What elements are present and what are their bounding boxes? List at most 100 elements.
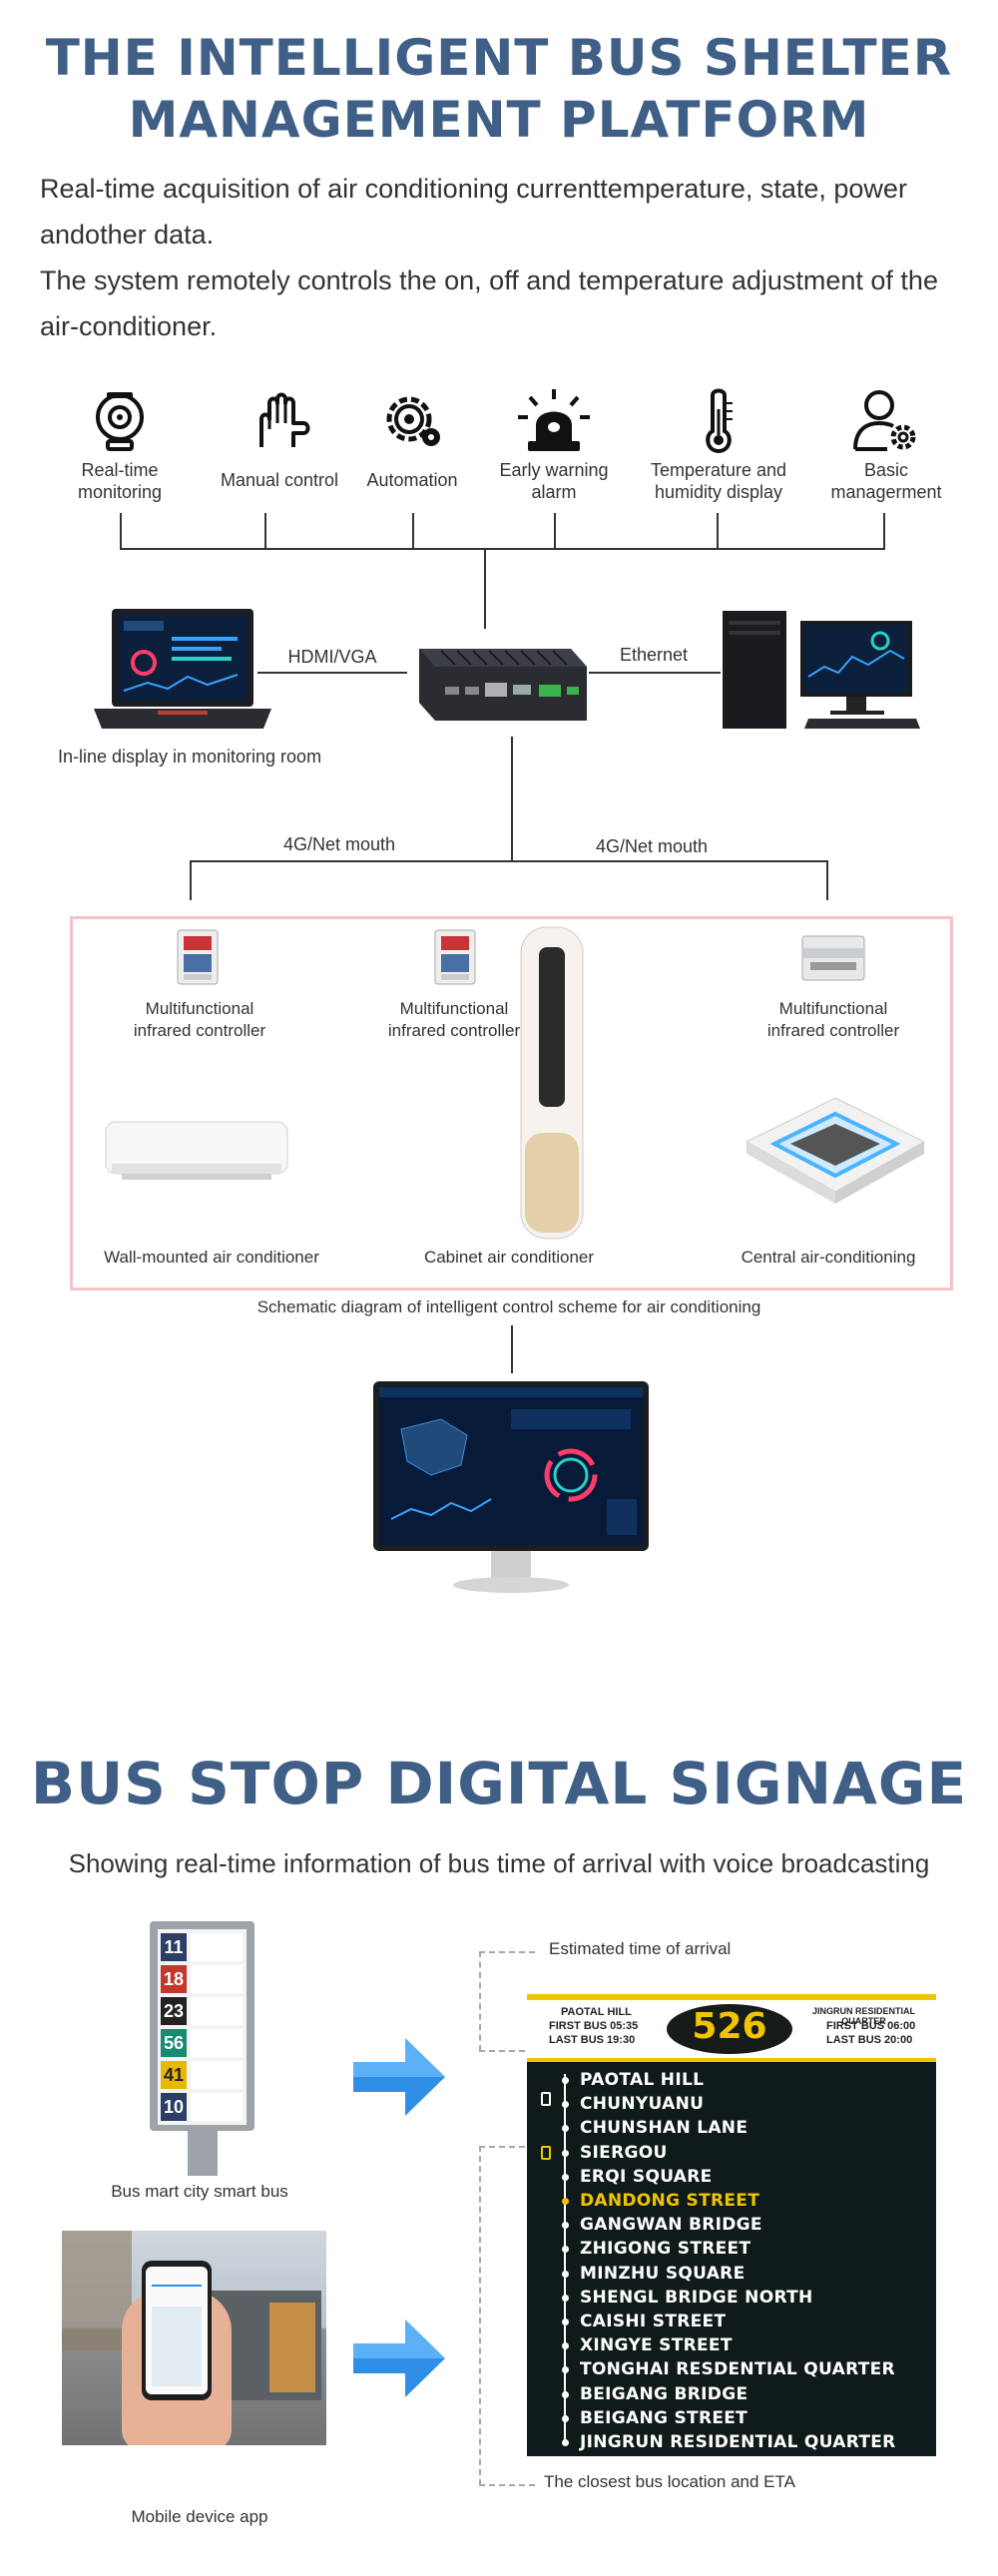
route-number: 526 <box>692 2006 767 2047</box>
controller-label-2b: infrared controller <box>387 1021 521 1040</box>
dashboard-monitor-icon <box>373 1381 649 1593</box>
arrow-right-icon-1 <box>353 2038 445 2116</box>
smart-bus-sign: 11 18 23 56 41 10 <box>150 1921 254 2176</box>
hdmi-line <box>257 672 407 674</box>
route-stop-dot <box>562 2222 569 2230</box>
feature-label-4b: alarm <box>531 482 577 502</box>
feature-drop-5 <box>717 513 719 549</box>
alarm-light-icon <box>518 389 590 451</box>
net-drop-right <box>826 860 828 900</box>
route-stop-dot <box>562 2125 569 2133</box>
feature-automation: Automation <box>352 389 472 491</box>
route-stop: ERQI SQUARE <box>580 2166 713 2187</box>
platform-title-line1: THE INTELLIGENT BUS SHELTER <box>45 29 953 87</box>
route-stop-dot <box>562 2173 569 2181</box>
controller-label-3: Multifunctional infrared controller <box>724 998 943 1042</box>
pc-down-line <box>511 737 513 860</box>
mobile-app-caption: Mobile device app <box>131 2507 268 2526</box>
route-stop: JINGRUN RESIDENTIAL QUARTER <box>580 2432 896 2452</box>
sign-number-5: 41 <box>161 2061 187 2089</box>
route-stop: MINZHU SQUARE <box>580 2263 746 2284</box>
feature-basic-management: Basic managerment <box>816 387 956 503</box>
route-board: PAOTAL HILL FIRST BUS 05:35 LAST BUS 19:… <box>527 1994 936 2456</box>
controller-label-2: Multifunctional infrared controller <box>344 998 564 1042</box>
route-stop-dot <box>562 2414 569 2422</box>
route-stop: CHUNYUANU <box>580 2094 705 2115</box>
route-line <box>564 2074 566 2441</box>
route-stop: CAISHI STREET <box>580 2312 727 2331</box>
tree-shape <box>62 2231 132 2350</box>
controller-label-1a: Multifunctional <box>145 999 254 1018</box>
cabinet-ac-icon <box>520 926 584 1240</box>
net-bus-line <box>190 860 828 862</box>
route-stop-dot <box>562 2318 569 2325</box>
sign-number-6: 10 <box>161 2093 187 2121</box>
feature-label-2: Manual control <box>220 470 339 490</box>
ethernet-label: Ethernet <box>619 645 689 665</box>
infrared-controller-icon-2 <box>434 929 476 985</box>
route-right-first: FIRST BUS 06:00 <box>826 2020 916 2032</box>
laptop-icon <box>94 609 271 729</box>
route-stop-dot <box>562 2270 569 2278</box>
user-gear-icon <box>853 390 916 451</box>
route-stop-dot <box>562 2246 569 2254</box>
feature-drop-3 <box>412 513 414 549</box>
desc-line-3: The system remotely controls the on, off… <box>40 265 938 295</box>
route-stop: GANGWAN BRIDGE <box>580 2215 762 2236</box>
route-left-first: FIRST BUS 05:35 <box>549 2020 639 2032</box>
route-stop: XINGYE STREET <box>580 2335 733 2356</box>
route-stop: TONGHAI RESDENTIAL QUARTER <box>580 2359 895 2380</box>
eta-dash-bottom <box>479 2050 525 2052</box>
phone-screen <box>146 2267 208 2394</box>
route-stop-dot <box>562 2198 569 2205</box>
eta-dash-vert <box>479 1951 481 2051</box>
industrial-pc-icon <box>419 649 587 721</box>
sign-number-4: 56 <box>161 2029 187 2057</box>
closest-dash-top <box>479 2146 525 2148</box>
route-stop-dot <box>562 2294 569 2302</box>
feature-label-1b: monitoring <box>77 482 163 502</box>
feature-drop-4 <box>554 513 556 549</box>
phone-map <box>152 2307 202 2386</box>
route-stop-dot <box>562 2342 569 2350</box>
camera-icon <box>96 392 144 451</box>
sign-screen: 11 18 23 56 41 10 <box>158 1929 247 2125</box>
hand-icon <box>259 392 310 447</box>
bus-icon-1 <box>541 2092 551 2106</box>
ethernet-line <box>589 672 721 674</box>
closest-label: The closest bus location and ETA <box>544 2472 795 2491</box>
controller-label-3a: Multifunctional <box>778 999 888 1018</box>
route-stop-dot <box>562 2077 569 2084</box>
wall-ac-label: Wall-mounted air conditioner <box>104 1248 319 1267</box>
net-label-right: 4G/Net mouth <box>595 836 709 856</box>
route-stop: PAOTAL HILL <box>580 2070 705 2090</box>
controller-label-2a: Multifunctional <box>399 999 509 1018</box>
route-right-stop: JINGRUN RESIDENTIAL QUARTER <box>811 2006 915 2026</box>
sign-number-3: 23 <box>161 1997 187 2025</box>
mobile-app-photo <box>62 2231 326 2445</box>
bus-icon-2 <box>541 2146 551 2160</box>
gear-icon <box>386 396 440 446</box>
feature-bus-line <box>120 548 885 550</box>
desc-line-1: Real-time acquisition of air conditionin… <box>40 174 907 204</box>
route-stop: SHENGL BRIDGE NORTH <box>580 2287 813 2308</box>
infrared-controller-icon-3 <box>801 935 865 981</box>
feature-trunk-line <box>484 549 486 629</box>
route-number-badge <box>667 2004 792 2054</box>
route-right-last: LAST BUS 20:00 <box>826 2034 913 2046</box>
route-stop: ZHIGONG STREET <box>580 2239 751 2260</box>
hdmi-label: HDMI/VGA <box>287 647 377 667</box>
route-stop: BEIGANG BRIDGE <box>580 2383 748 2404</box>
platform-title-line2: MANAGEMENT PLATFORM <box>128 91 870 149</box>
feature-label-1a: Real-time <box>81 460 159 480</box>
feature-drop-6 <box>883 513 885 549</box>
sign-number-1: 11 <box>161 1933 187 1961</box>
smart-bus-caption: Bus mart city smart bus <box>111 2182 288 2201</box>
laptop-caption: In-line display in monitoring room <box>57 747 322 767</box>
route-left-last: LAST BUS 19:30 <box>549 2034 636 2046</box>
eta-label: Estimated time of arrival <box>549 1939 732 1958</box>
route-stop: CHUNSHAN LANE <box>580 2118 748 2139</box>
cabinet-ac-label: Cabinet air conditioner <box>423 1248 595 1267</box>
feature-manual-control: Manual control <box>205 389 354 491</box>
device-panel <box>70 916 953 1290</box>
